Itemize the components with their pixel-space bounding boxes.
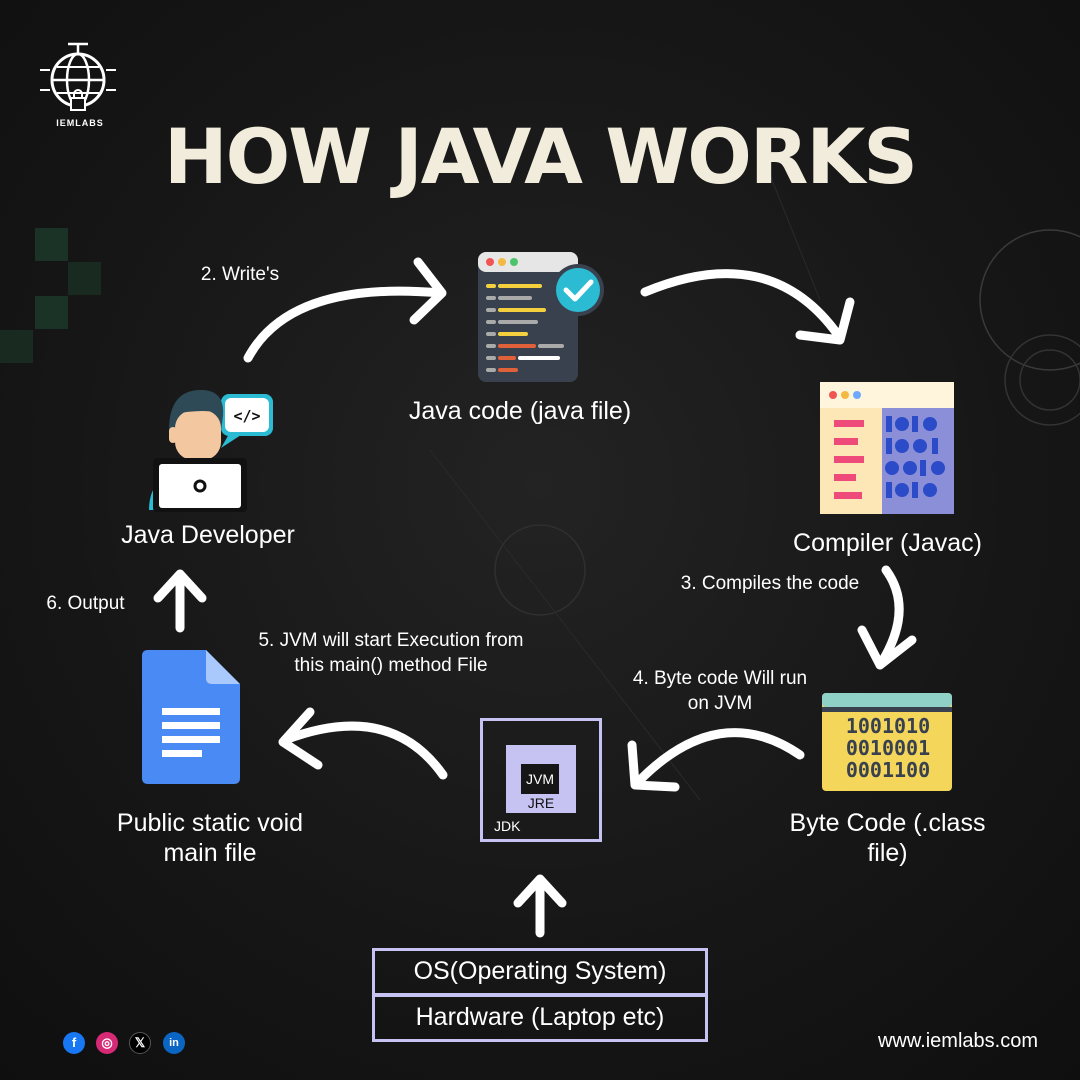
hardware-box: Hardware (Laptop etc)	[372, 994, 708, 1042]
arrow-compile	[645, 274, 838, 335]
arrow-execution	[285, 726, 443, 775]
jdk-label: JDK	[494, 818, 520, 834]
node-bytecode-label: Byte Code (.class file)	[770, 808, 1005, 868]
document-icon	[142, 650, 242, 785]
step-5-label: 5. JVM will start Execution from this ma…	[255, 628, 527, 678]
instagram-icon[interactable]: ◎	[96, 1032, 118, 1054]
node-developer-label: Java Developer	[88, 520, 328, 550]
website-link[interactable]: www.iemlabs.com	[878, 1030, 1038, 1053]
facebook-icon[interactable]: f	[63, 1032, 85, 1054]
os-label: OS(Operating System)	[375, 951, 705, 991]
node-compiler-label: Compiler (Javac)	[760, 528, 1015, 558]
svg-text:</>: </>	[233, 407, 260, 425]
step-6-label: 6. Output	[28, 591, 143, 616]
bytecode-lines: 1001010 0010001 0001100	[828, 715, 948, 781]
step-2-label: 2. Write's	[180, 262, 300, 287]
os-box: OS(Operating System)	[372, 948, 708, 996]
code-file-icon	[474, 248, 609, 388]
arrow-run-on-jvm	[640, 733, 800, 780]
bytecode-line: 1001010	[828, 715, 948, 737]
linkedin-icon[interactable]: in	[163, 1032, 185, 1054]
compiler-icon	[820, 382, 955, 514]
bytecode-line: 0001100	[828, 759, 948, 781]
jre-label: JRE	[506, 795, 576, 811]
jvm-box: JVM	[521, 764, 559, 794]
step-3-label: 3. Compiles the code	[680, 571, 860, 596]
x-icon[interactable]: 𝕏	[129, 1032, 151, 1054]
developer-icon: </>	[143, 382, 278, 512]
step-4-label: 4. Byte code Will run on JVM	[630, 666, 810, 716]
node-java-code-label: Java code (java file)	[370, 396, 670, 426]
hardware-label: Hardware (Laptop etc)	[375, 997, 705, 1037]
bytecode-line: 0010001	[828, 737, 948, 759]
node-main-file-label: Public static void main file	[90, 808, 330, 868]
arrow-write	[248, 291, 440, 358]
